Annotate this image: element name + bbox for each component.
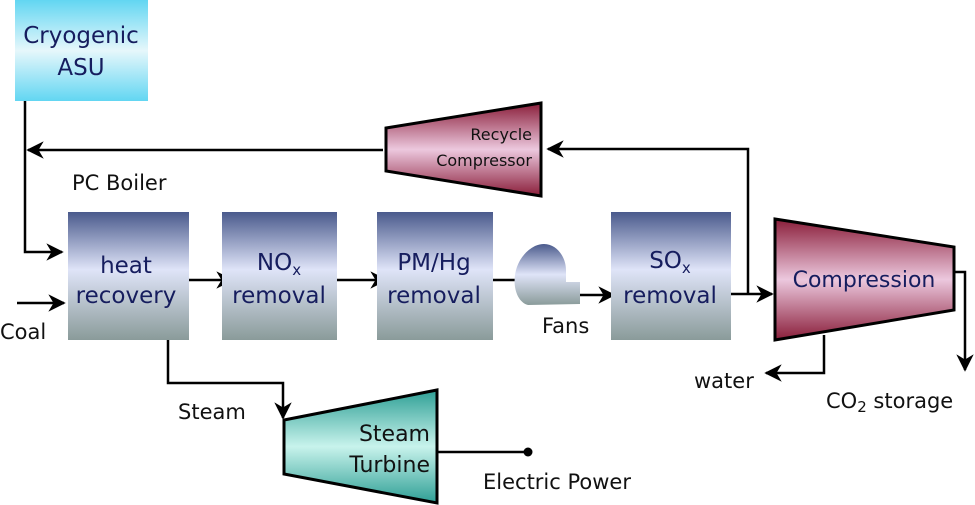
steam-turbine-unit[interactable]: Steam Turbine: [282, 388, 439, 505]
flow-lines: [17, 101, 974, 454]
pmhg-removal-unit[interactable]: PM/Hg removal: [377, 212, 493, 340]
water-label: water: [694, 369, 754, 393]
electric-power-label: Electric Power: [483, 470, 631, 494]
heat-recovery-line2: recovery: [76, 283, 177, 309]
steam-label: Steam: [178, 400, 246, 424]
asu-label-line2: ASU: [57, 55, 104, 81]
steam-turbine-line1: Steam: [359, 422, 430, 447]
nox-removal-line2: removal: [232, 283, 326, 309]
coal-label: Coal: [0, 320, 46, 344]
compression-unit[interactable]: Compression: [773, 217, 956, 342]
pc-boiler-label: PC Boiler: [72, 171, 167, 195]
recycle-compressor-unit[interactable]: Recycle Compressor: [384, 101, 543, 198]
pmhg-removal-line1: PM/Hg: [397, 250, 470, 276]
recycle-branch-line: [546, 140, 750, 294]
heat-recovery-unit[interactable]: heat recovery: [68, 212, 189, 340]
water-line: [764, 335, 826, 382]
heat-recovery-line1: heat: [100, 253, 152, 279]
nox-removal-line1: NOx: [257, 250, 301, 279]
steam-line: [166, 340, 292, 420]
sox-removal-line1: SOx: [649, 248, 691, 277]
cryogenic-asu-unit[interactable]: Cryogenic ASU: [15, 0, 148, 101]
fan-unit[interactable]: [514, 243, 580, 305]
sox-removal-unit[interactable]: SOx removal: [611, 212, 731, 340]
co2-storage-label: CO2 storage: [826, 389, 953, 416]
co2-line: [953, 270, 974, 372]
recycle-compressor-line2: Compressor: [436, 151, 532, 170]
pmhg-removal-line2: removal: [387, 283, 481, 309]
recycle-compressor-line1: Recycle: [470, 125, 532, 144]
nox-removal-unit[interactable]: NOx removal: [222, 212, 337, 340]
fan-icon: [514, 243, 580, 305]
steam-turbine-line2: Turbine: [348, 453, 430, 478]
sox-removal-line2: removal: [623, 283, 717, 309]
asu-label-line1: Cryogenic: [23, 23, 139, 49]
oxygen-feed-line: [23, 101, 64, 261]
fans-label: Fans: [542, 314, 589, 338]
power-terminal-dot: [523, 447, 533, 457]
compression-label: Compression: [793, 268, 936, 293]
